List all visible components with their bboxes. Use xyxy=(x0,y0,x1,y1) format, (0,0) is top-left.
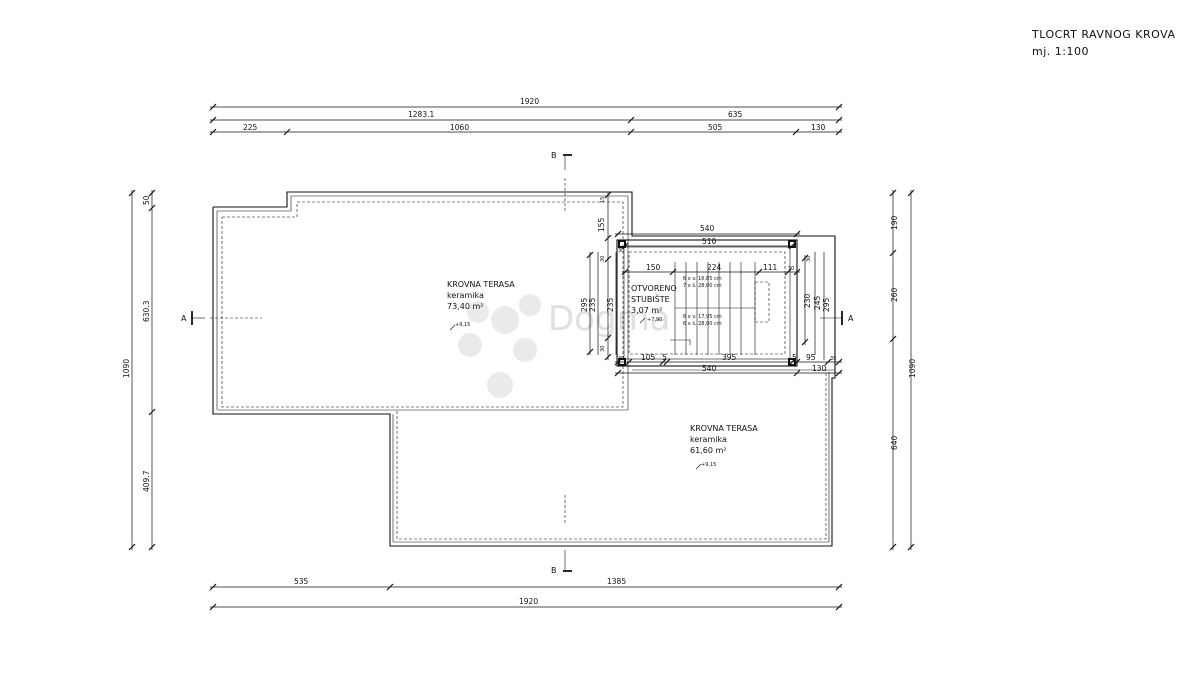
dim-top-b4: 130 xyxy=(811,123,826,132)
terrace2-material: keramika xyxy=(690,435,727,444)
stairs-level: +7,90 xyxy=(647,317,662,323)
dimensions-right: 190 260 640 1090 xyxy=(889,189,917,551)
section-a-right-label: A xyxy=(848,314,854,323)
terrace1-name: KROVNA TERASA xyxy=(447,280,515,289)
dim-st-224: 224 xyxy=(707,263,722,272)
dim-st-30c: 30 xyxy=(600,346,606,352)
watermark-logo: Dogma xyxy=(458,294,671,398)
drawing-title: TLOCRT RAVNOG KROVA xyxy=(1031,28,1175,41)
room-label-stairs: OTVORENO STUBIŠTE 3,07 m² +7,90 6 x v. 1… xyxy=(631,276,722,327)
dim-st-95: 95 xyxy=(806,353,816,362)
dim-bottom-a2: 1385 xyxy=(607,577,626,586)
dim-st-395: 395 xyxy=(722,353,737,362)
dim-st-30d: 30 xyxy=(806,256,812,262)
dim-right-a2: 260 xyxy=(890,287,899,302)
dim-st-540-bot: 540 xyxy=(702,364,717,373)
dim-st-15: 15 xyxy=(600,197,606,203)
dim-bottom-a1: 535 xyxy=(294,577,309,586)
terrace2-area: 61,60 m² xyxy=(690,446,726,455)
dim-st-111: 111 xyxy=(763,263,778,272)
dim-st-30e: 30 xyxy=(618,356,624,362)
dim-bottom-total: 1920 xyxy=(519,597,538,606)
dim-st-5b: 5 xyxy=(792,353,797,362)
dim-left-a1: 50 xyxy=(142,195,151,205)
drawing-scale: mj. 1:100 xyxy=(1032,45,1089,58)
section-a-left-label: A xyxy=(181,314,187,323)
section-line-a: A A xyxy=(181,311,854,325)
dim-st-540-top: 540 xyxy=(700,224,715,233)
dim-left-total: 1090 xyxy=(122,359,131,378)
dim-st-230: 230 xyxy=(803,293,812,308)
stairs-name-1: OTVORENO xyxy=(631,284,677,293)
dim-st-30b: 30 xyxy=(600,256,606,262)
dim-right-a1: 190 xyxy=(890,215,899,230)
dim-top-b3: 505 xyxy=(708,123,723,132)
dim-st-35: 35 xyxy=(830,356,836,362)
dim-st-150: 150 xyxy=(646,263,661,272)
dim-st-295r: 295 xyxy=(822,297,831,312)
dim-top-a1: 1283.1 xyxy=(408,110,434,119)
dim-st-245: 245 xyxy=(813,295,822,310)
stairs-area: 3,07 m² xyxy=(631,306,662,315)
dim-st-295: 295 xyxy=(580,297,589,312)
stair-note-1b: 7 x š. 28,00 cm xyxy=(683,282,722,289)
terrace2-name: KROVNA TERASA xyxy=(690,424,758,433)
dimensions-top: 1920 1283.1 635 225 1060 505 130 xyxy=(209,97,843,136)
dim-st-130: 130 xyxy=(812,364,827,373)
dimensions-stairs: 540 510 150 224 111 30 15 155 30 30 295 … xyxy=(580,191,843,377)
dim-st-30f: 30 xyxy=(618,248,624,254)
dim-st-235a: 235 xyxy=(588,297,597,312)
dim-right-a3: 640 xyxy=(890,435,899,450)
dim-left-a3: 409.7 xyxy=(142,470,151,492)
section-line-b: B B xyxy=(551,151,572,575)
terrace1-area: 73,40 m² xyxy=(447,302,483,311)
dim-st-510: 510 xyxy=(702,237,717,246)
dimensions-bottom: 535 1385 1920 xyxy=(209,577,843,611)
dim-right-total: 1090 xyxy=(908,359,917,378)
stair-note-1a: 6 x v. 16,85 cm xyxy=(683,276,722,282)
dim-top-b2: 1060 xyxy=(450,123,469,132)
room-label-terrace-1: KROVNA TERASA keramika 73,40 m² +9,15 xyxy=(447,280,515,331)
dimensions-left: 1090 50 630.3 409.7 xyxy=(122,189,156,551)
watermark-text: Dogma xyxy=(548,299,671,339)
dim-st-105: 105 xyxy=(641,353,656,362)
room-label-terrace-2: KROVNA TERASA keramika 61,60 m² +9,15 xyxy=(690,424,758,470)
terrace1-material: keramika xyxy=(447,291,484,300)
section-b-top-label: B xyxy=(551,151,557,160)
dim-top-b1: 225 xyxy=(243,123,258,132)
dim-st-155: 155 xyxy=(597,217,606,232)
dim-top-total: 1920 xyxy=(520,97,539,106)
roof-outline xyxy=(212,191,836,547)
dim-st-5a: 5 xyxy=(662,353,667,362)
dim-st-30a: 30 xyxy=(788,266,794,272)
dim-top-a2: 635 xyxy=(728,110,743,119)
stair-note-2a: 6 x v. 17,95 cm xyxy=(683,314,722,320)
stair-note-2b: 6 x š. 28,00 cm xyxy=(683,320,722,327)
dim-left-a2: 630.3 xyxy=(142,300,151,322)
dim-st-235b: 235 xyxy=(606,297,615,312)
terrace1-level: +9,15 xyxy=(455,322,470,328)
section-b-bottom-label: B xyxy=(551,566,557,575)
terrace2-level: +9,15 xyxy=(701,462,716,468)
stairs-name-2: STUBIŠTE xyxy=(631,293,670,304)
